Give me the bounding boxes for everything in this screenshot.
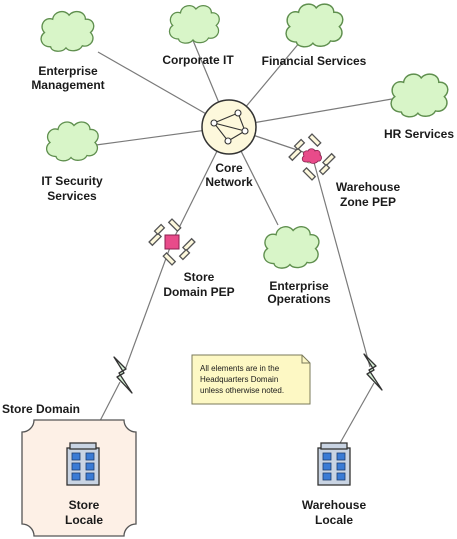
enterprise-management-label-2: Management bbox=[31, 78, 104, 92]
it-security-label-1: IT Security bbox=[41, 174, 103, 188]
store-locale-node[interactable]: Store Locale bbox=[65, 442, 103, 527]
store-marker-icon bbox=[164, 234, 180, 250]
warehouse-locale-label-2: Locale bbox=[315, 513, 353, 527]
warehouse-pep-label-1: Warehouse bbox=[336, 180, 401, 194]
cloud-enterprise-operations[interactable]: Enterprise Operations bbox=[263, 226, 331, 306]
core-network-label-1: Core bbox=[215, 161, 243, 175]
warehouse-pep-label-2: Zone PEP bbox=[340, 195, 396, 209]
building-icon bbox=[317, 442, 351, 486]
corporate-it-label: Corporate IT bbox=[162, 53, 234, 67]
warehouse-zone-pep-node[interactable]: Warehouse Zone PEP bbox=[288, 133, 401, 209]
warehouse-locale-label-1: Warehouse bbox=[302, 498, 367, 512]
note-line-2: Headquarters Domain bbox=[200, 375, 278, 384]
enterprise-operations-label-1: Enterprise bbox=[269, 279, 329, 293]
cloud-icon bbox=[168, 5, 220, 44]
cloud-icon bbox=[40, 10, 95, 52]
edge-warehouse-link-locale bbox=[334, 382, 375, 453]
cloud-icon bbox=[390, 73, 449, 118]
warehouse-marker-icon bbox=[301, 148, 322, 164]
network-hub-icon bbox=[201, 99, 257, 155]
store-domain-label: Store Domain bbox=[2, 402, 80, 416]
cloud-corporate-it[interactable]: Corporate IT bbox=[162, 5, 234, 67]
cloud-enterprise-management[interactable]: Enterprise Management bbox=[31, 10, 105, 92]
building-icon bbox=[66, 442, 100, 486]
store-locale-label-2: Locale bbox=[65, 513, 103, 527]
enterprise-operations-label-2: Operations bbox=[267, 292, 331, 306]
store-domain-pep-node[interactable]: Store Domain PEP bbox=[148, 218, 235, 299]
cloud-icon bbox=[285, 3, 344, 48]
note-line-3: unless otherwise noted. bbox=[200, 386, 284, 395]
core-network-label-2: Network bbox=[205, 175, 253, 189]
cloud-hr-services[interactable]: HR Services bbox=[384, 73, 454, 141]
edge-store-pep-link bbox=[124, 241, 173, 371]
core-network-node[interactable]: Core Network bbox=[201, 99, 257, 189]
edge-warehouse-pep-link bbox=[311, 154, 371, 368]
enterprise-management-label-1: Enterprise bbox=[38, 64, 98, 78]
store-pep-label-1: Store bbox=[184, 270, 215, 284]
cloud-financial-services[interactable]: Financial Services bbox=[262, 3, 367, 68]
financial-services-label: Financial Services bbox=[262, 54, 367, 68]
store-pep-label-2: Domain PEP bbox=[163, 285, 234, 299]
note-line-1: All elements are in the bbox=[200, 364, 280, 373]
cloud-it-security-services[interactable]: IT Security Services bbox=[41, 121, 103, 203]
warehouse-locale-node[interactable]: Warehouse Locale bbox=[302, 442, 367, 527]
it-security-label-2: Services bbox=[47, 189, 97, 203]
note: All elements are in the Headquarters Dom… bbox=[191, 354, 311, 405]
hr-services-label: HR Services bbox=[384, 127, 454, 141]
store-locale-label-1: Store bbox=[69, 498, 100, 512]
cloud-icon bbox=[45, 121, 99, 162]
cloud-icon bbox=[263, 226, 320, 269]
